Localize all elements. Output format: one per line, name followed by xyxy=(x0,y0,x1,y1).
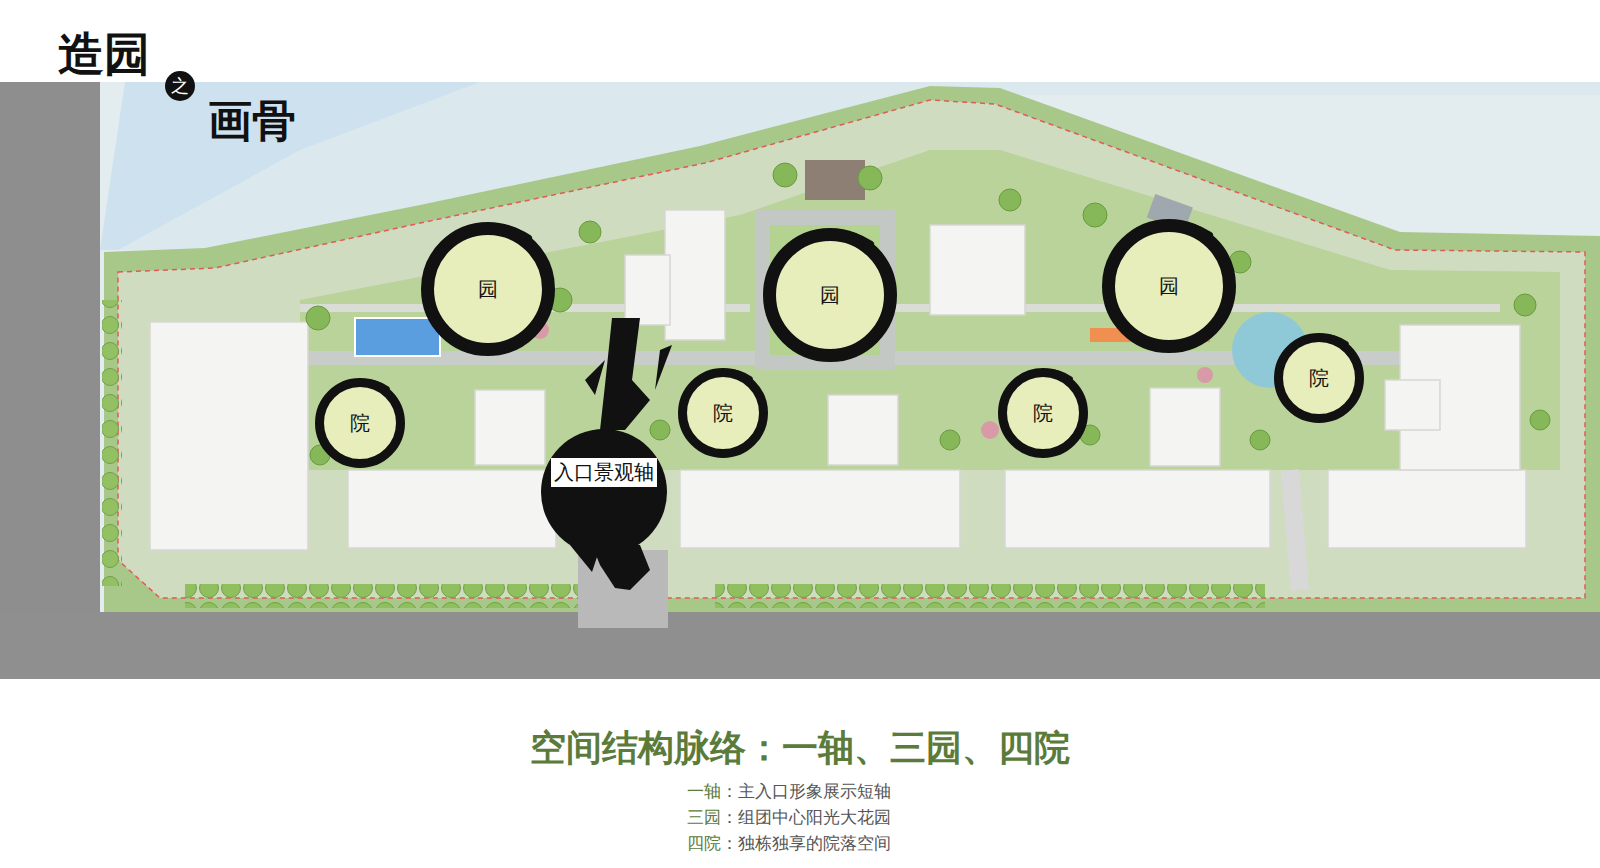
area-label: 院 xyxy=(1033,400,1053,427)
title-text: 之 xyxy=(171,74,189,98)
garden-circle: 园 xyxy=(1101,218,1237,354)
title-text: 画骨 xyxy=(208,92,296,151)
axis-label: 入口景观轴 xyxy=(551,458,657,487)
legend-note: ：主入口形象展示短轴 xyxy=(721,780,891,803)
area-label: 院 xyxy=(713,400,733,427)
legend-note: 四院 xyxy=(687,832,721,855)
legend-note: ：组团中心阳光大花园 xyxy=(721,806,891,829)
courtyard-circle: 院 xyxy=(677,367,769,459)
area-label: 园 xyxy=(478,276,498,303)
area-label: 院 xyxy=(350,410,370,437)
title-text: 造园 xyxy=(58,24,150,86)
courtyard-circle: 院 xyxy=(314,377,406,469)
area-label: 院 xyxy=(1309,365,1329,392)
legend-note: 一轴 xyxy=(687,780,721,803)
garden-circle: 园 xyxy=(420,221,556,357)
courtyard-circle: 院 xyxy=(997,367,1089,459)
legend-note: ：独栋独享的院落空间 xyxy=(721,832,891,855)
area-label: 园 xyxy=(820,282,840,309)
area-label: 园 xyxy=(1159,273,1179,300)
garden-circle: 园 xyxy=(762,227,898,363)
brush-ring xyxy=(540,428,668,556)
entrance-axis-marker: 入口景观轴 xyxy=(540,428,668,556)
courtyard-circle: 院 xyxy=(1273,332,1365,424)
legend-note: 三园 xyxy=(687,806,721,829)
caption-text: 空间结构脉络：一轴、三园、四院 xyxy=(0,724,1600,773)
